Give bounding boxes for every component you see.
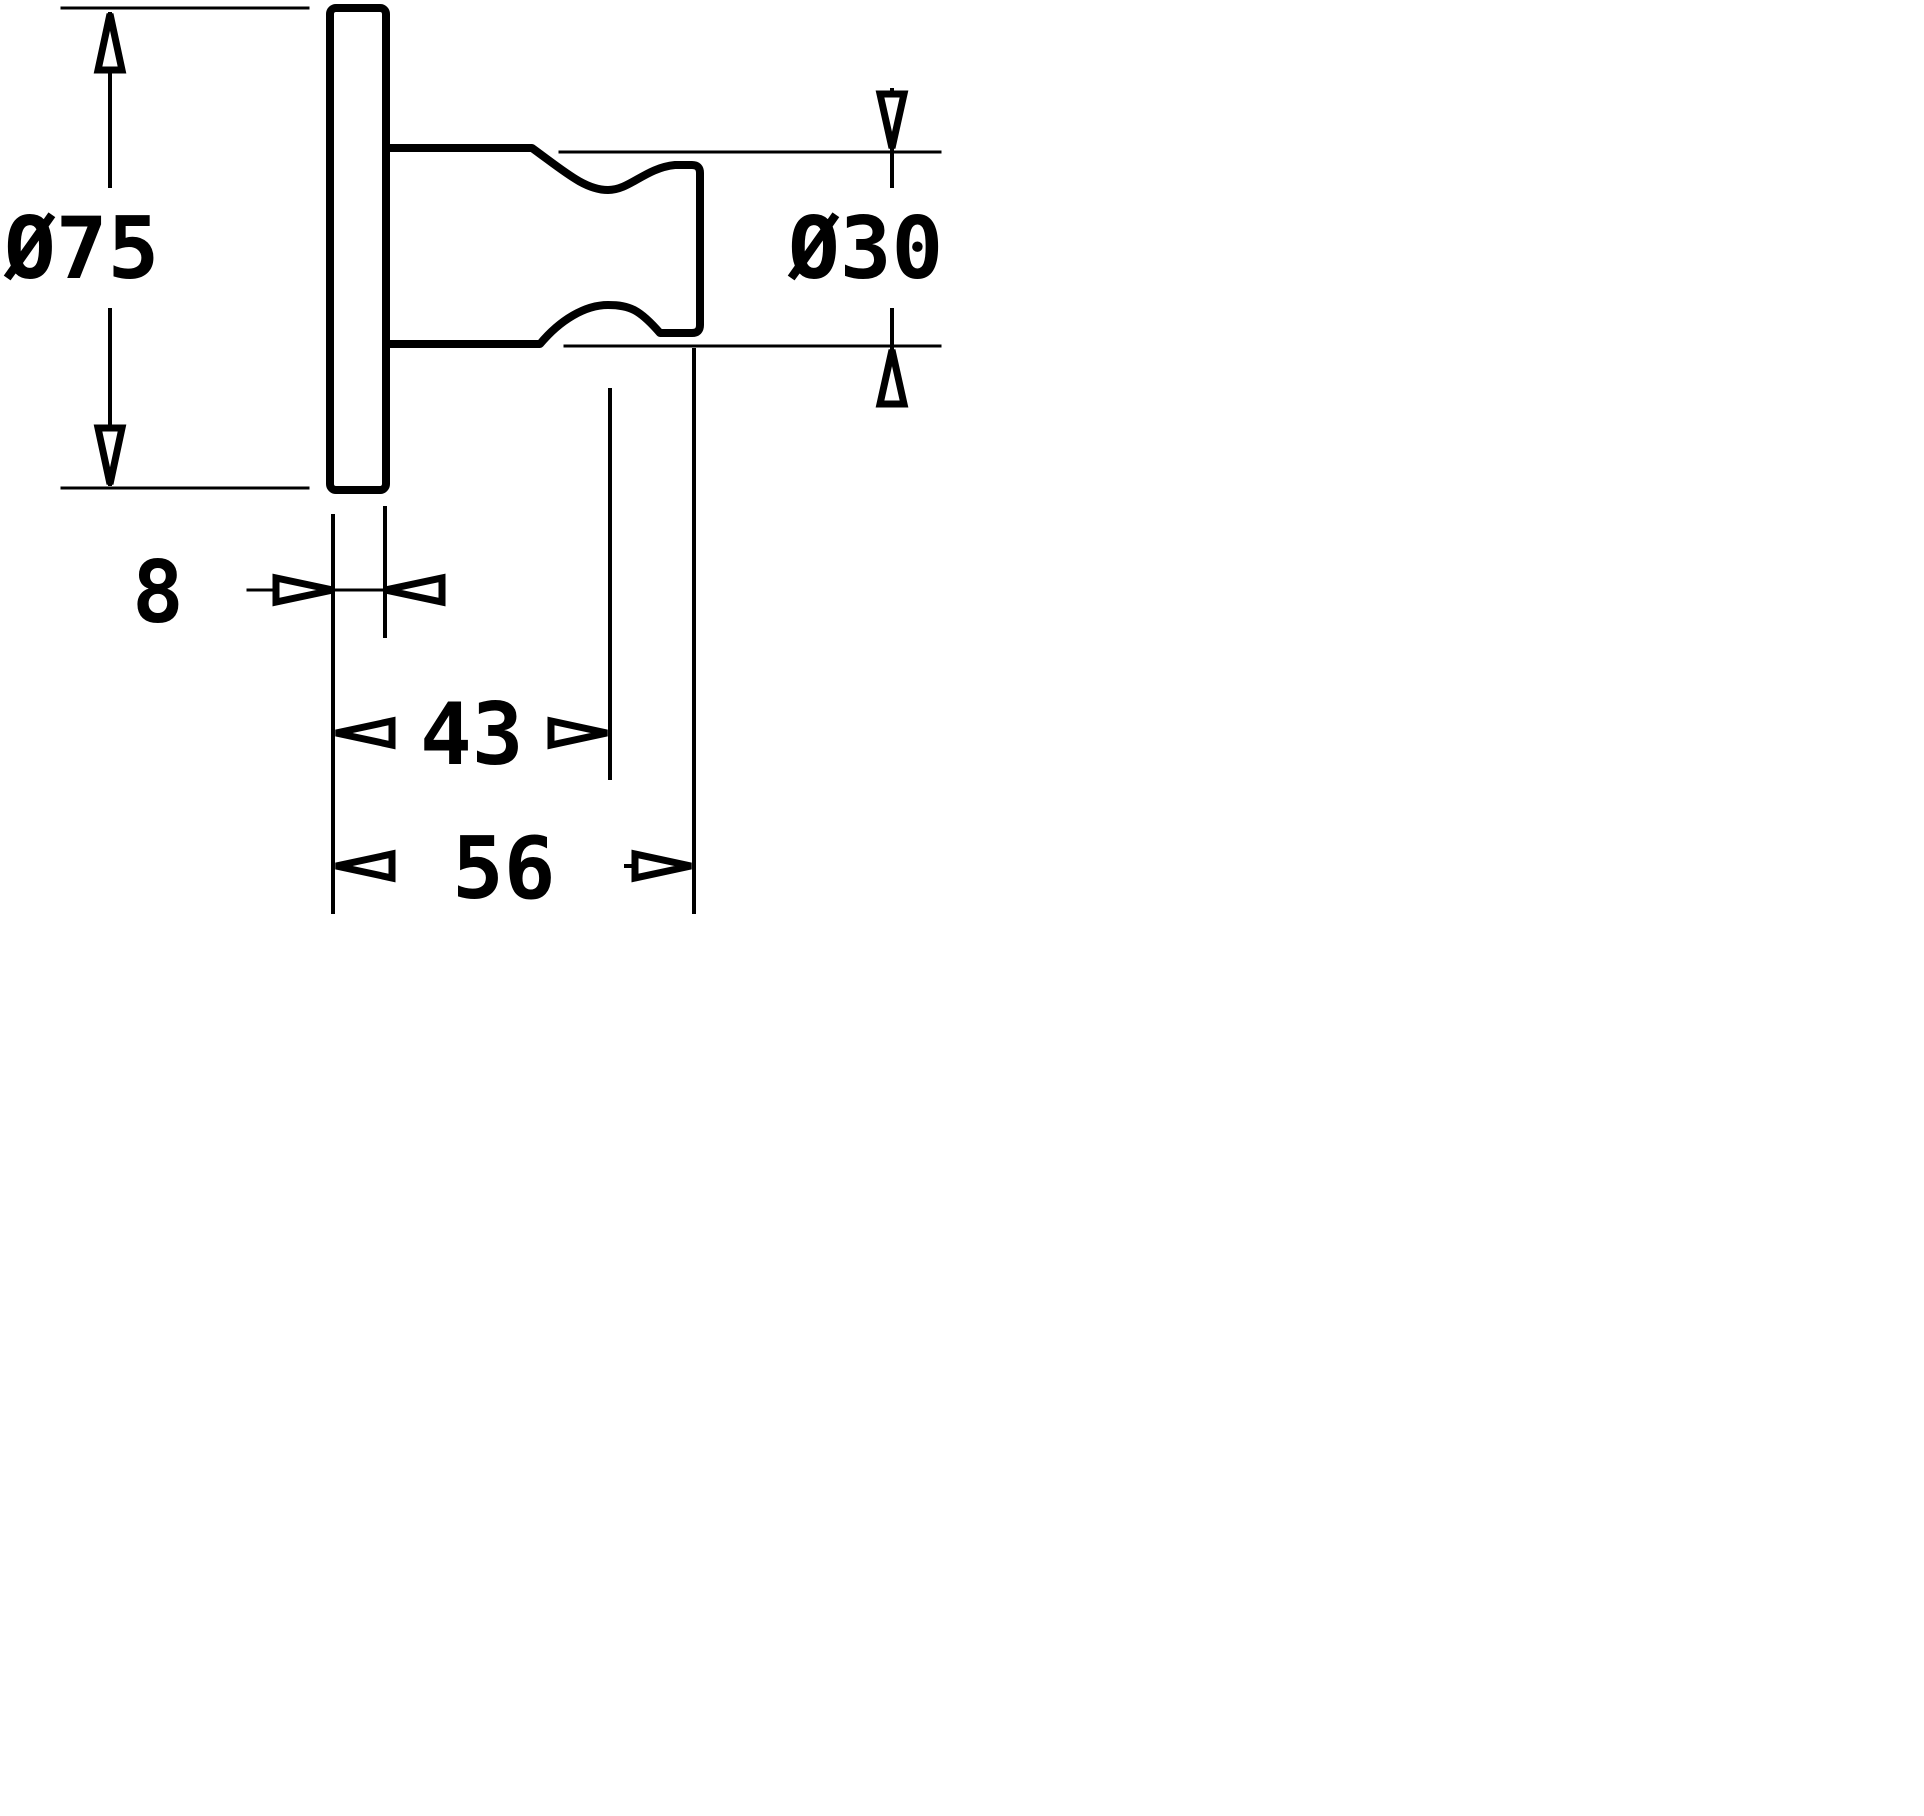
dimension-flange-diameter: Ø75 (3, 6, 310, 490)
arrowhead-left (384, 573, 446, 607)
arrowhead-right (547, 716, 608, 750)
hook-diameter-label: Ø30 (787, 199, 943, 299)
arrowhead-up (93, 13, 127, 74)
arrowhead-right (631, 849, 692, 883)
wall-flange (326, 4, 390, 494)
arrowhead-left (335, 849, 396, 883)
horizontal-extension-lines (331, 348, 696, 914)
arrowhead-down (93, 424, 127, 485)
part-outline (326, 4, 704, 494)
arrowhead-up (875, 349, 909, 408)
dimension-overall-projection: 56 (335, 819, 692, 919)
dimension-groove-depth: 43 (335, 685, 608, 785)
flange-diameter-label: Ø75 (3, 199, 159, 299)
dimension-hook-diameter: Ø30 (558, 88, 943, 408)
arrowhead-down (875, 90, 909, 149)
overall-projection-label: 56 (452, 819, 556, 919)
arrowhead-left (335, 716, 396, 750)
hook-body (386, 144, 704, 348)
groove-depth-label: 43 (420, 685, 524, 785)
flange-thickness-label: 8 (132, 543, 184, 643)
arrowhead-right (272, 573, 334, 607)
dimension-flange-thickness: 8 (132, 543, 446, 643)
